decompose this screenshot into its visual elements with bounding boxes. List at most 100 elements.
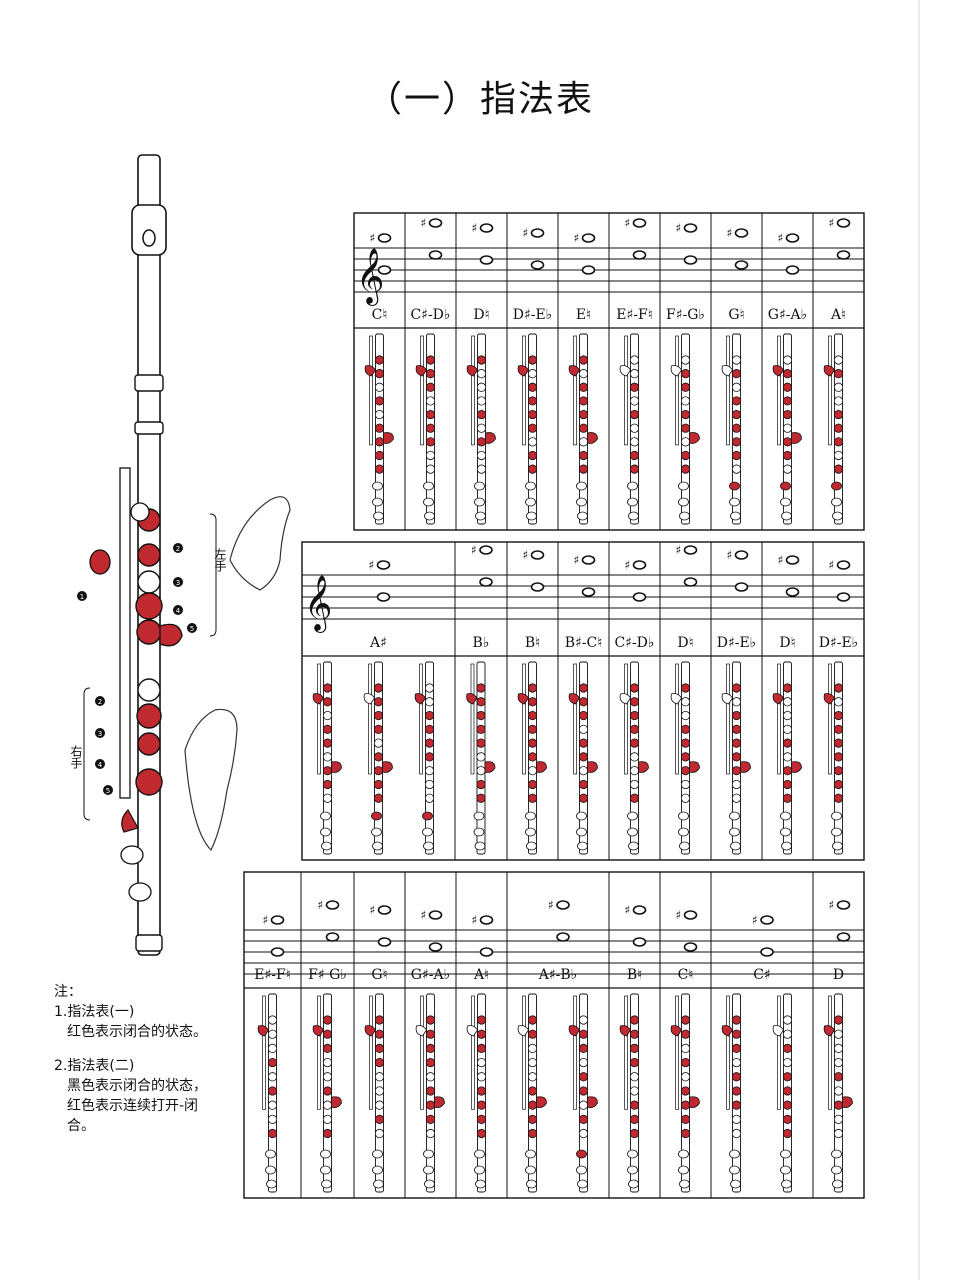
mini-flute-key [680, 437, 691, 447]
whole-note [376, 560, 391, 570]
mini-pinky-key [484, 761, 496, 773]
accidental: ♯ [625, 903, 631, 917]
note-label: A♯ [370, 635, 387, 651]
mini-foot-key [780, 481, 791, 491]
mini-foot-key [781, 841, 792, 851]
note-label: A♮ [473, 967, 490, 983]
mini-flute-key [527, 409, 538, 420]
finger-number: 1 [80, 593, 84, 601]
whole-note [325, 932, 340, 942]
mini-thumb-key [415, 365, 427, 377]
left-hand-bracket [209, 513, 217, 637]
mini-flute-rod [573, 663, 577, 775]
mini-flute-key [833, 1100, 844, 1110]
accidental: ♯ [548, 898, 554, 912]
mini-flute-key [578, 1015, 589, 1025]
mini-foot-key [577, 511, 588, 521]
mini-flute-key [527, 738, 538, 748]
mini-thumb-key [517, 365, 529, 377]
mini-flute-key [425, 369, 436, 379]
mini-flute [363, 661, 393, 855]
whole-note [632, 905, 647, 915]
mini-flute-key [680, 793, 691, 803]
mini-flute-key [476, 1128, 487, 1139]
mini-flute-rod [777, 995, 781, 1110]
mini-flute-key [833, 1029, 844, 1039]
whole-note [479, 577, 493, 587]
accidental: ♯ [318, 898, 324, 912]
mini-flute-key [476, 779, 486, 790]
mini-thumb-key [772, 693, 784, 705]
mini-pinky-key [842, 1096, 853, 1109]
mini-flute-key [782, 1043, 793, 1053]
mini-flute-key [373, 752, 384, 762]
mini-flute-key [374, 450, 385, 461]
mini-pinky-key [382, 761, 393, 773]
mini-foot-key [371, 827, 382, 837]
mini-flute-key [374, 396, 385, 406]
whole-note [734, 260, 749, 270]
mini-flute-key [680, 1043, 691, 1053]
mini-foot-key [729, 481, 740, 491]
mini-thumb-key [568, 693, 580, 705]
mini-flute-rod [624, 335, 628, 446]
mini-flute-rod [470, 663, 475, 775]
mini-foot-key [729, 497, 740, 507]
mini-foot-key [475, 511, 486, 521]
note-label: B♮ [626, 967, 643, 983]
mini-foot-key [831, 1165, 842, 1175]
mini-foot-key [781, 1179, 792, 1189]
flute-key [137, 543, 161, 567]
mini-foot-key [780, 1165, 791, 1175]
whole-note [581, 233, 596, 243]
mini-flute-key [425, 1043, 436, 1053]
mini-flute-key [374, 1057, 385, 1068]
whole-note [785, 233, 800, 243]
mini-flute-key [629, 683, 640, 693]
mini-flute-key [527, 1057, 538, 1068]
mini-flute-key [629, 355, 640, 365]
accidental: ♯ [523, 226, 529, 240]
mini-flute-key [833, 382, 844, 392]
mini-flute-key [782, 396, 793, 406]
mini-flute-key [578, 1100, 589, 1110]
mini-flute-key [782, 1114, 793, 1124]
mini-flute [466, 993, 487, 1193]
mini-flute-key [833, 793, 844, 803]
mini-flute-key [782, 382, 793, 392]
mini-flute-key [373, 779, 384, 790]
whole-note [530, 550, 545, 560]
mini-flute-key [833, 464, 844, 474]
mini-pinky-key [536, 1096, 547, 1109]
mini-pinky-key [587, 761, 598, 773]
mini-flute-key [424, 752, 435, 762]
note-label: F♯ G♭ [308, 967, 347, 983]
mini-flute-key [833, 1114, 844, 1124]
mini-thumb-key [415, 1025, 427, 1037]
mini-flute-key [425, 1100, 436, 1110]
mini-flute-key [629, 369, 640, 379]
mini-flute-key [425, 464, 436, 474]
finger-number: 3 [98, 730, 102, 738]
mini-flute-key [322, 710, 333, 721]
mini-flute-key [680, 766, 691, 776]
mini-flute-key [578, 355, 589, 365]
mini-flute-key [424, 738, 435, 748]
mini-flute-key [527, 779, 538, 790]
whole-note [683, 942, 698, 952]
mini-flute-key [374, 1029, 385, 1039]
mini-foot-key [576, 1149, 587, 1159]
trill-key [130, 502, 150, 522]
page-title: （一）指法表 [365, 79, 594, 120]
mini-thumb-key [772, 365, 784, 377]
mini-flute-key [425, 1029, 436, 1039]
mini-foot-key [423, 1165, 434, 1175]
mini-foot-key [627, 827, 638, 837]
mini-flute-key [731, 1043, 742, 1053]
mini-foot-key [423, 841, 434, 851]
mini-thumb-key [466, 365, 478, 377]
mini-foot-key [678, 497, 689, 507]
mini-flute-key [527, 683, 538, 693]
mini-flute-key [680, 1015, 691, 1025]
mini-foot-key [320, 1165, 331, 1175]
